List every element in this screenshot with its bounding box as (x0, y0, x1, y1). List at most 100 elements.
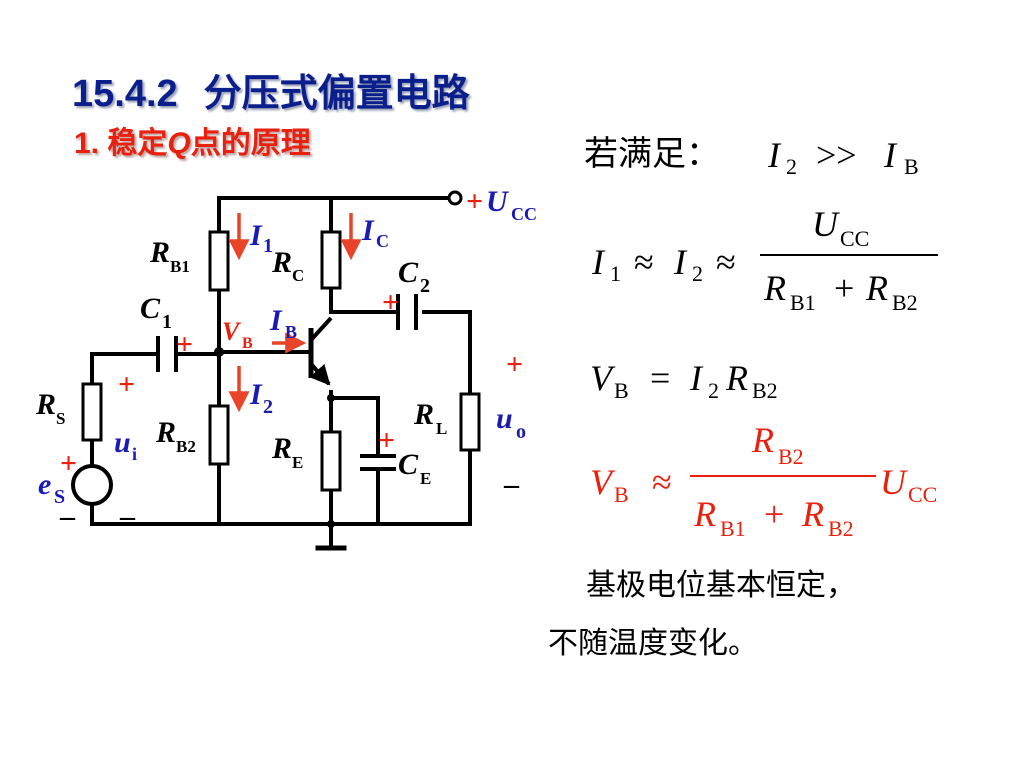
subtitle-prefix: 1. (74, 127, 100, 160)
current-arrows (228, 213, 362, 413)
equation-3: V B = I 2 R B2 (590, 358, 778, 403)
eq2-i2: I (673, 242, 688, 282)
resistor-re (320, 430, 342, 492)
label-i2-sub: 2 (263, 396, 273, 418)
eq4-plus: + (764, 494, 784, 534)
label-rc: R (271, 246, 292, 279)
junction-emitter (327, 394, 335, 402)
eq3-r-sub: B2 (752, 378, 778, 403)
capacitors (156, 294, 418, 471)
eq2-i1: I (591, 242, 606, 282)
junction-ground (327, 520, 335, 528)
label-c2: C (398, 256, 419, 289)
label-rb1: R (149, 236, 170, 269)
label-rs: R (35, 388, 56, 421)
label-ui-sub: i (132, 444, 137, 464)
eq2-den2: R (865, 268, 888, 308)
subtitle: 1. 稳定Q点的原理 (74, 118, 311, 162)
label-supply-plus: + (466, 185, 483, 218)
eq3-v: V (590, 358, 616, 398)
eq4-den2: R (801, 494, 824, 534)
resistor-rl (459, 392, 481, 452)
label-rb1-sub: B1 (170, 257, 190, 276)
label-re: R (271, 432, 292, 465)
eq4-v-sub: B (614, 482, 629, 507)
resistor-rc (320, 230, 342, 290)
eq2-den1: R (763, 268, 786, 308)
section-number: 15.4.2 (72, 73, 178, 115)
conclusion-line-1: 基极电位基本恒定， (586, 568, 856, 603)
label-es: e (38, 468, 51, 501)
label-ucc-sub: CC (511, 204, 537, 224)
eq4-v: V (590, 462, 616, 502)
eq2-den2-sub: B2 (892, 290, 918, 315)
voltage-source-es (71, 464, 113, 506)
label-i2: I (249, 378, 263, 411)
eq1-ib-sub: B (904, 154, 919, 179)
label-vb-sub: B (242, 335, 253, 352)
label-rl-sub: L (436, 419, 447, 438)
label-ce: C (398, 448, 419, 481)
label-ucc: U (486, 185, 509, 218)
label-vb: V (222, 317, 242, 346)
label-es-sub: S (54, 486, 65, 508)
label-ic-sub: C (376, 231, 389, 251)
label-i1-sub: 1 (263, 235, 273, 257)
resistors (81, 230, 481, 492)
eq4-num-sub: B2 (778, 444, 804, 469)
label-ic: I (361, 214, 375, 247)
conclusion-line-2: 不随温度变化。 (548, 626, 758, 661)
label-rs-sub: S (56, 409, 65, 428)
label-c1-plus: + (176, 328, 193, 361)
label-rl: R (413, 398, 434, 431)
eq2-approx2: ≈ (716, 242, 736, 282)
eq1-ib: I (883, 135, 898, 175)
eq2-num-sub: CC (840, 226, 869, 251)
transistor (308, 316, 333, 386)
label-c2-plus: + (382, 286, 399, 319)
eq4-den2-sub: B2 (828, 516, 854, 541)
eq4-u: U (880, 462, 908, 502)
eq1-op: >> (816, 135, 857, 175)
eq1-i: I (767, 135, 782, 175)
label-ui-minus: – (119, 500, 136, 533)
eq4-den1-sub: B1 (720, 516, 746, 541)
subtitle-text-2: 点的原理 (190, 127, 311, 160)
label-ib-sub: B (285, 322, 297, 342)
label-c1: C (140, 292, 161, 325)
eq1-i-sub: 2 (786, 154, 797, 179)
wires (90, 196, 472, 551)
equation-2: I 1 ≈ I 2 ≈ U CC R B1 + R B2 (591, 204, 938, 315)
condition-prefix: 若满足： (584, 134, 720, 174)
subtitle-text-1: 稳定 (107, 127, 168, 160)
label-es-plus: + (60, 447, 77, 480)
eq2-approx1: ≈ (634, 242, 654, 282)
label-c1-sub: 1 (162, 311, 172, 333)
label-ui-plus: + (118, 368, 135, 401)
label-re-sub: E (292, 453, 303, 472)
eq3-eq: = (650, 358, 670, 398)
eq4-den1: R (693, 494, 716, 534)
label-es-minus: – (59, 500, 76, 533)
label-c2-sub: 2 (420, 275, 430, 297)
label-uo-plus: + (506, 348, 523, 381)
eq3-i: I (689, 358, 704, 398)
resistor-rs (81, 382, 103, 442)
label-ce-plus: + (378, 424, 395, 457)
eq2-plus: + (834, 268, 854, 308)
eq3-r: R (725, 358, 748, 398)
label-i1: I (249, 219, 263, 252)
eq2-i2-sub: 2 (692, 261, 703, 286)
eq4-u-sub: CC (908, 482, 937, 507)
label-rb2: R (155, 416, 176, 449)
label-uo-sub: o (516, 421, 526, 443)
equation-4: V B ≈ R B2 R B1 + R B2 U CC (590, 420, 937, 541)
label-rb2-sub: B2 (176, 437, 196, 456)
eq2-i1-sub: 1 (610, 261, 621, 286)
eq3-i-sub: 2 (708, 378, 719, 403)
junction-base (214, 347, 224, 357)
label-uo: u (496, 402, 513, 435)
